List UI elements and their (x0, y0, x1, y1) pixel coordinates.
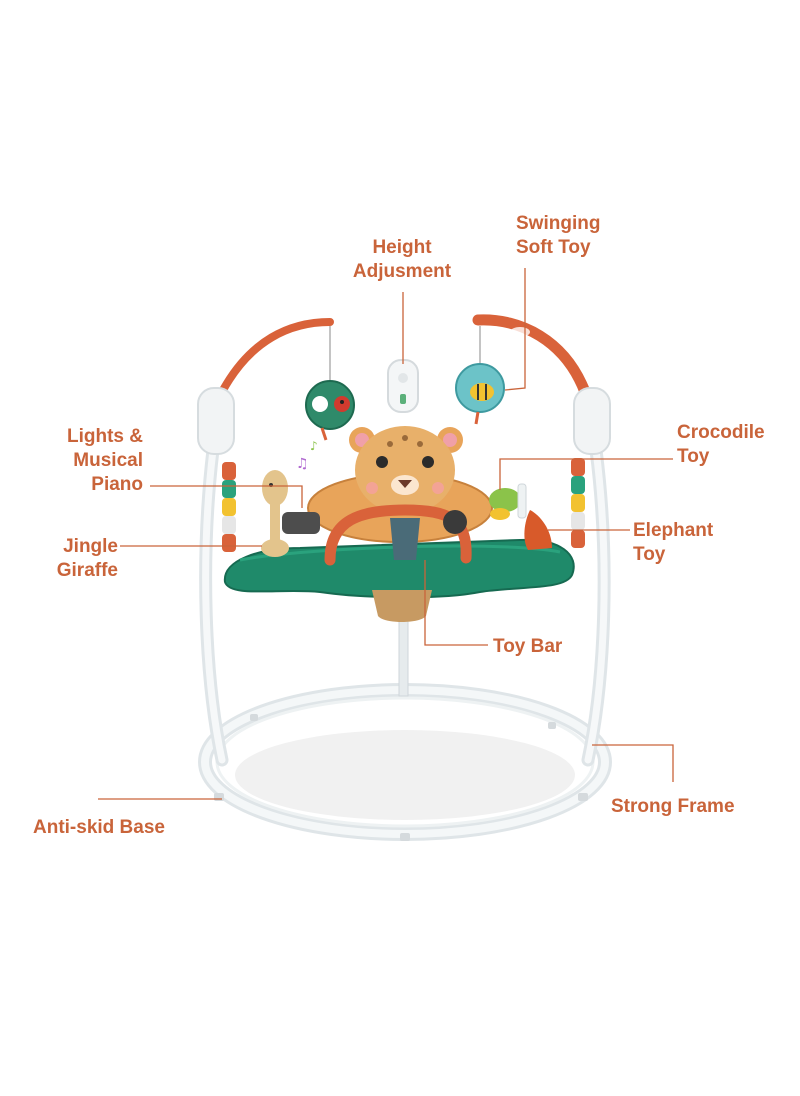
leader-swinging (504, 268, 526, 391)
activity-tray (223, 538, 575, 599)
bee-toy-icon (455, 363, 505, 425)
svg-text:♪: ♪ (310, 439, 318, 453)
elephant-toy-icon (517, 483, 552, 550)
svg-text:♫: ♫ (296, 456, 309, 472)
right-toy-rope (571, 458, 585, 548)
music-note-icon: ♫ ♪ (296, 439, 318, 472)
piano-button (443, 510, 467, 534)
callout-lights-musical-piano: Lights & Musical Piano (67, 426, 143, 495)
seat-bucket (372, 590, 432, 622)
leader-lines (98, 268, 674, 800)
callout-toy-bar: Toy Bar (493, 636, 563, 657)
left-toy-rope (222, 462, 236, 552)
leopard-face-icon (349, 426, 463, 514)
leader-crocodile (499, 458, 673, 490)
ladybug-toy-icon (305, 380, 355, 441)
callout-anti-skid-base: Anti-skid Base (33, 817, 165, 838)
callout-height-adjustment: Height Adjusment (352, 237, 452, 282)
floor-shadow (235, 730, 575, 820)
callout-crocodile-toy: Crocodile Toy (677, 422, 765, 467)
height-adjust-clip-icon (387, 359, 419, 413)
right-arch (472, 314, 591, 398)
callout-strong-frame: Strong Frame (611, 796, 735, 817)
callout-elephant-toy: Elephant Toy (633, 520, 714, 565)
leader-toybar (424, 560, 488, 646)
jingle-giraffe-icon (261, 470, 289, 557)
callout-swinging-soft-toy: Swinging Soft Toy (516, 213, 601, 258)
crocodile-toy-icon (489, 488, 521, 520)
right-housing (573, 387, 611, 455)
leader-piano (150, 485, 303, 508)
left-arch (218, 318, 334, 396)
left-housing (197, 387, 235, 455)
leader-frame (592, 744, 674, 782)
callout-jingle-giraffe: Jingle Giraffe (56, 536, 118, 581)
